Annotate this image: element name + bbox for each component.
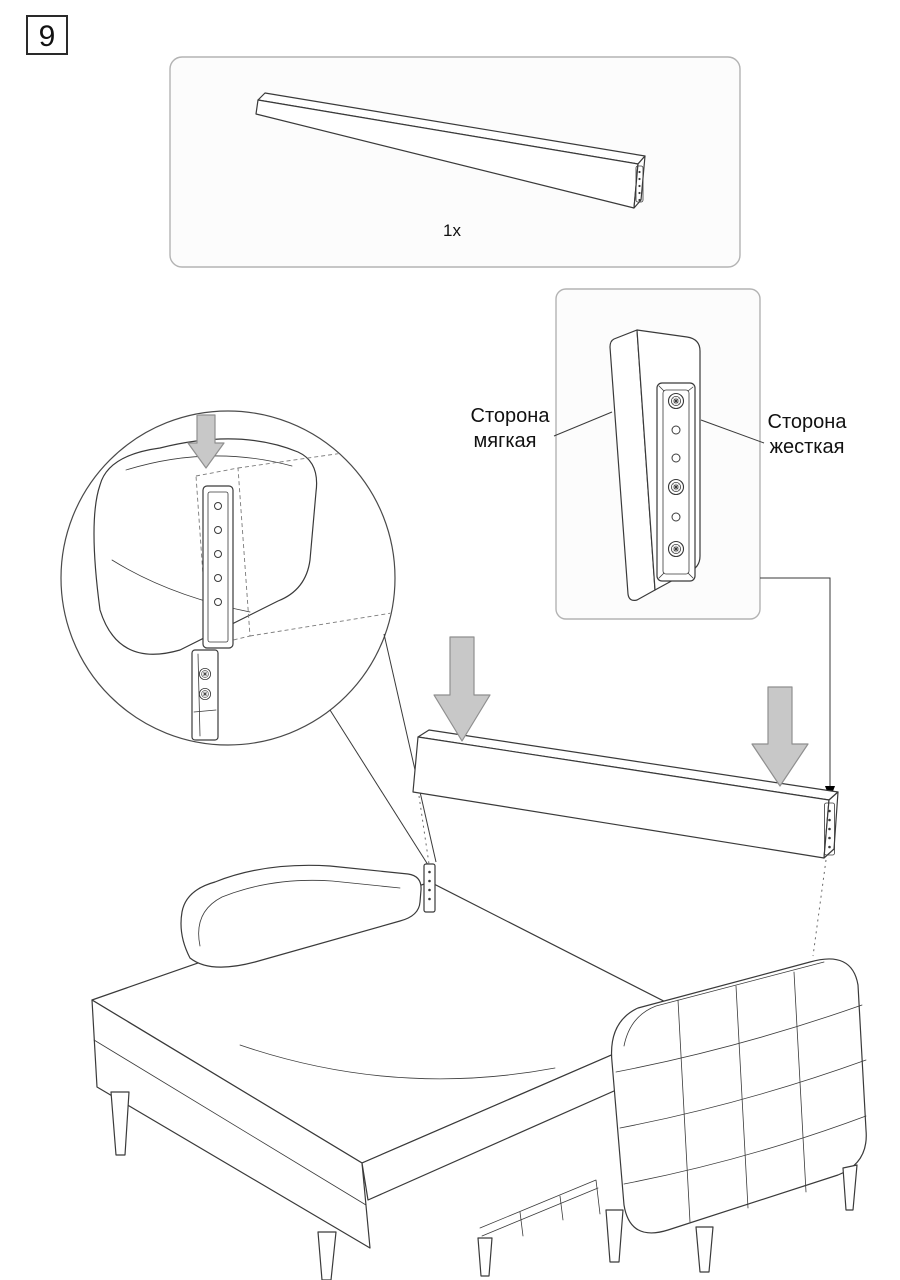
sofa-leg (695, 1226, 714, 1273)
screw-icon (667, 478, 685, 496)
hole-icon (671, 512, 681, 522)
soft-side-leader-line (553, 411, 613, 437)
side-labels: Сторона мягкая Сторона жесткая (471, 405, 848, 458)
magnifier-callout-lines (329, 633, 437, 869)
hard-side-label-line1: Сторона (768, 411, 848, 433)
soft-side-label-line1: Сторона (471, 405, 551, 427)
base-divider-line (93, 1039, 367, 1206)
hard-side-leader-line (700, 419, 765, 444)
sofa-leg (605, 1209, 624, 1263)
hole-icon (671, 453, 681, 463)
sofa-leg (477, 1237, 493, 1277)
step-number: 9 (39, 20, 56, 53)
left-armrest-seam (198, 879, 401, 947)
bed-mechanism (479, 1179, 601, 1237)
parts-panel: 1x (169, 56, 741, 268)
screw-icon (198, 667, 212, 681)
hole-icon (671, 425, 681, 435)
screw-icon (667, 392, 685, 410)
plank-end-face (633, 155, 646, 209)
sofa-leg (110, 1091, 130, 1156)
mattress-seam (239, 1044, 556, 1080)
hole-icon (214, 526, 222, 534)
plank-end-bracket (635, 165, 644, 203)
hole-icon (214, 502, 222, 510)
hole-icon (214, 598, 222, 606)
place-down-arrow-right (751, 686, 809, 787)
leader-elbow-line (760, 577, 831, 788)
base-front-face (91, 999, 371, 1249)
soft-side-label-line2: мягкая (473, 430, 536, 452)
step-number-frame (26, 15, 68, 55)
bracket-zoom (202, 485, 234, 649)
plank-part-illustration (255, 92, 646, 209)
right-armrest-top-edge (623, 961, 825, 1047)
hole-icon (214, 574, 222, 582)
magnifier-contents (93, 414, 394, 741)
alignment-guides (418, 795, 827, 957)
slide-down-arrow-small (187, 414, 225, 469)
right-armrest-tufting (615, 971, 867, 1223)
scene-plank-bracket (824, 802, 835, 856)
right-armrest (610, 958, 867, 1234)
place-down-arrow-left (433, 636, 491, 742)
mounting-bracket-detail (656, 382, 696, 582)
detail-inset-panel (555, 288, 761, 620)
hole-icon (214, 550, 222, 558)
scene-plank (412, 729, 839, 859)
step-number-box: 9 (26, 15, 68, 55)
plank-soft-side-face (609, 329, 656, 601)
sofa-illustration (91, 863, 867, 1280)
screw-icon (667, 540, 685, 558)
sofa-leg (842, 1164, 858, 1211)
plank-end-detail (609, 329, 701, 601)
screw-icon (198, 687, 212, 701)
magnifier-detail (60, 410, 396, 746)
mount-rail-zoom (191, 649, 219, 741)
quantity-label: 1x (443, 221, 461, 240)
sofa-leg (317, 1231, 337, 1280)
back-mount-bracket (423, 863, 436, 913)
hard-side-label-line2: жесткая (770, 436, 845, 458)
